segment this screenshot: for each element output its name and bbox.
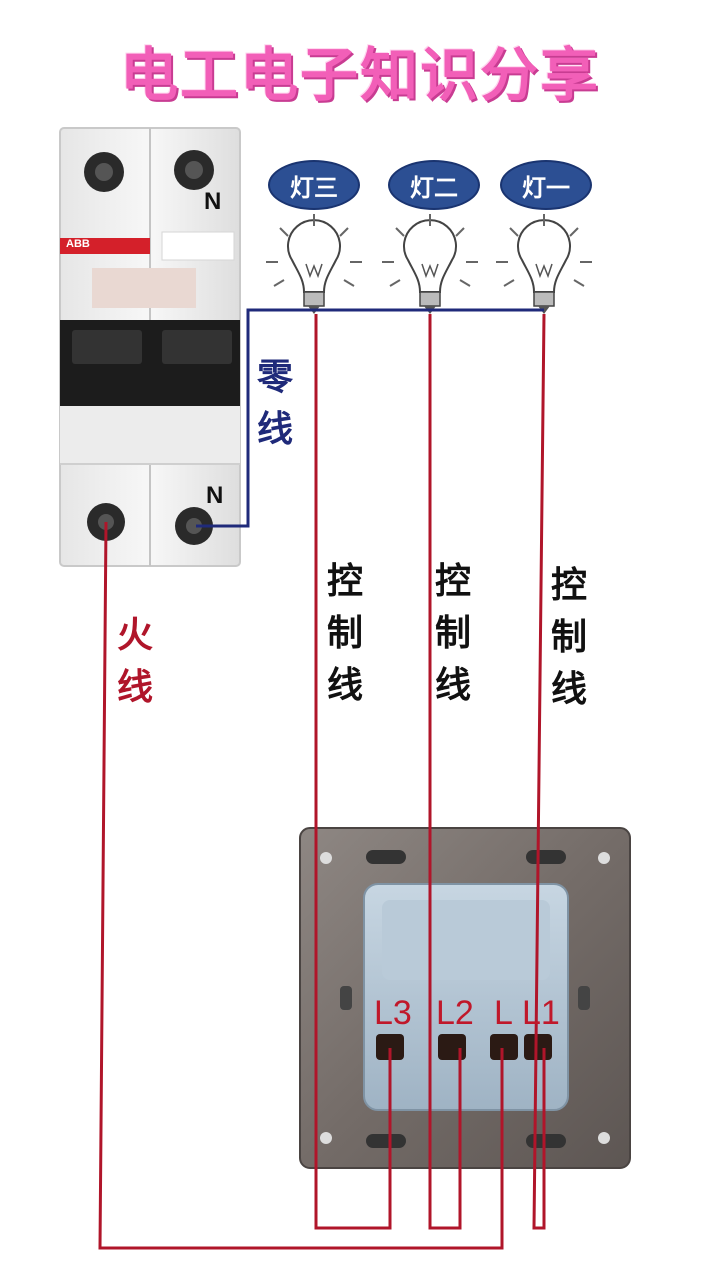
- control-label-char: 线: [326, 665, 363, 706]
- bulb-icon: [266, 214, 362, 314]
- bulb-icon: [382, 214, 478, 314]
- neutral-wire: [196, 308, 544, 528]
- live-label-char: 线: [116, 667, 153, 708]
- terminal-label-l3: L3: [374, 994, 412, 1032]
- control-label-char: 制: [434, 613, 471, 654]
- neutral-label-char: 线: [256, 409, 293, 450]
- control-wire-label-2: 控 制 线: [430, 556, 476, 712]
- terminal-label-l2: L2: [436, 994, 474, 1032]
- terminal-label-l: L: [494, 994, 513, 1032]
- lamp-three-badge: 灯三: [268, 160, 360, 210]
- control-wire-label-1: 控 制 线: [322, 556, 368, 712]
- control-label-char: 控: [550, 565, 587, 606]
- control-label-char: 线: [434, 665, 471, 706]
- neutral-wire-label: 零 线: [252, 352, 298, 456]
- breaker-neutral-mark-top: N: [204, 188, 222, 215]
- lamp-two-badge: 灯二: [388, 160, 480, 210]
- control-label-char: 控: [326, 561, 363, 602]
- terminal-label-l1: L1: [522, 994, 560, 1032]
- control-wire-lamp-three: [314, 314, 392, 1230]
- control-label-char: 制: [550, 617, 587, 658]
- circuit-breaker: [59, 127, 241, 567]
- wall-switch: [299, 827, 631, 1169]
- control-label-char: 线: [550, 669, 587, 710]
- control-label-char: 制: [326, 613, 363, 654]
- breaker-brand-logo: ABB: [66, 238, 90, 250]
- page-title: 电工电子知识分享: [119, 41, 600, 109]
- neutral-label-char: 零: [256, 357, 293, 398]
- terminal-holes: [376, 1034, 552, 1060]
- control-wire-lamp-two: [428, 314, 462, 1230]
- live-wire-label: 火 线: [112, 610, 158, 714]
- live-label-char: 火: [116, 615, 153, 656]
- control-label-char: 控: [434, 561, 471, 602]
- bulb-icons: [266, 214, 592, 314]
- live-wire: [98, 521, 504, 1250]
- lamp-one-badge: 灯一: [500, 160, 592, 210]
- bulb-icon: [496, 214, 592, 314]
- control-wire-lamp-one: [532, 313, 546, 1230]
- control-wire-label-3: 控 制 线: [546, 560, 592, 716]
- breaker-neutral-mark-bottom: N: [206, 482, 224, 509]
